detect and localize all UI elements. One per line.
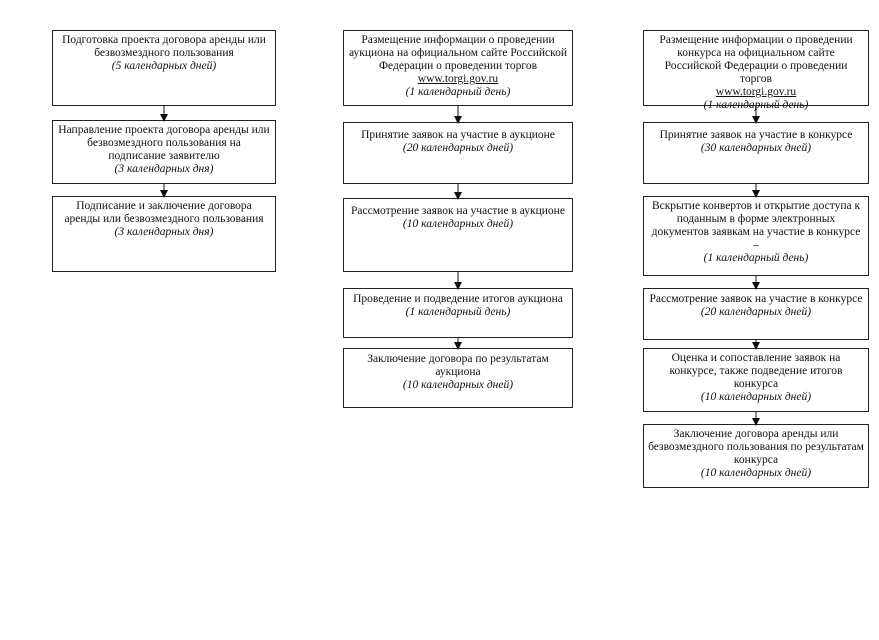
col3-step-4: Рассмотрение заявок на участие в конкурс… xyxy=(643,288,869,340)
col2-step-2: Принятие заявок на участие в аукционе (2… xyxy=(343,122,573,184)
col1-step-3: Подписание и заключение договора аренды … xyxy=(52,196,276,272)
step-duration: (3 календарных дня) xyxy=(114,163,214,175)
step-duration: (10 календарных дней) xyxy=(700,467,812,479)
step-duration: (1 календарный день) xyxy=(405,86,511,98)
col2-step-3: Рассмотрение заявок на участие в аукцион… xyxy=(343,198,573,272)
step-duration: (10 календарных дней) xyxy=(402,379,514,391)
step-duration: (20 календарных дней) xyxy=(402,142,514,154)
step-text: Рассмотрение заявок на участие в аукцион… xyxy=(351,205,565,217)
step-text: Оценка и сопоставление заявок на конкурс… xyxy=(669,352,843,390)
step-duration: (5 календарных дней) xyxy=(111,60,217,72)
step-text: Подготовка проекта договора аренды или б… xyxy=(62,34,266,59)
step-text: Заключение договора аренды или безвозмез… xyxy=(648,428,864,466)
step-duration: (3 календарных дня) xyxy=(114,226,214,238)
col3-step-6: Заключение договора аренды или безвозмез… xyxy=(643,424,869,488)
step-text: Размещение информации о проведении конку… xyxy=(659,34,853,85)
step-text: Рассмотрение заявок на участие в конкурс… xyxy=(649,293,863,305)
step-text: Размещение информации о проведении аукци… xyxy=(348,34,568,72)
col2-step-1: Размещение информации о проведении аукци… xyxy=(343,30,573,106)
step-duration: (1 календарный день) xyxy=(703,252,809,264)
step-duration: (10 календарных дней) xyxy=(402,218,514,230)
step-text: Подписание и заключение договора аренды … xyxy=(64,200,264,225)
step-duration: (20 календарных дней) xyxy=(700,306,812,318)
step-text: Принятие заявок на участие в аукционе xyxy=(361,129,555,141)
step-text: Вскрытие конвертов и открытие доступа к … xyxy=(651,200,861,251)
col3-step-2: Принятие заявок на участие в конкурсе (3… xyxy=(643,122,869,184)
step-text: Направление проекта договора аренды или … xyxy=(58,124,270,162)
step-duration: (1 календарный день) xyxy=(405,306,511,318)
step-duration: (1 календарный день) xyxy=(703,99,809,111)
step-duration: (10 календарных дней) xyxy=(700,391,812,403)
col2-step-5: Заключение договора по результатам аукци… xyxy=(343,348,573,408)
torgi-link[interactable]: www.torgi.gov.ru xyxy=(715,86,797,98)
step-duration: (30 календарных дней) xyxy=(700,142,812,154)
step-text: Заключение договора по результатам аукци… xyxy=(367,353,549,378)
torgi-link[interactable]: www.torgi.gov.ru xyxy=(417,73,499,85)
col3-step-5: Оценка и сопоставление заявок на конкурс… xyxy=(643,348,869,412)
step-text: Принятие заявок на участие в конкурсе xyxy=(659,129,853,141)
col3-step-1: Размещение информации о проведении конку… xyxy=(643,30,869,111)
col2-step-4: Проведение и подведение итогов аукциона … xyxy=(343,288,573,338)
col1-step-1: Подготовка проекта договора аренды или б… xyxy=(52,30,276,106)
step-text: Проведение и подведение итогов аукциона xyxy=(353,293,563,305)
col3-step-3: Вскрытие конвертов и открытие доступа к … xyxy=(643,196,869,276)
